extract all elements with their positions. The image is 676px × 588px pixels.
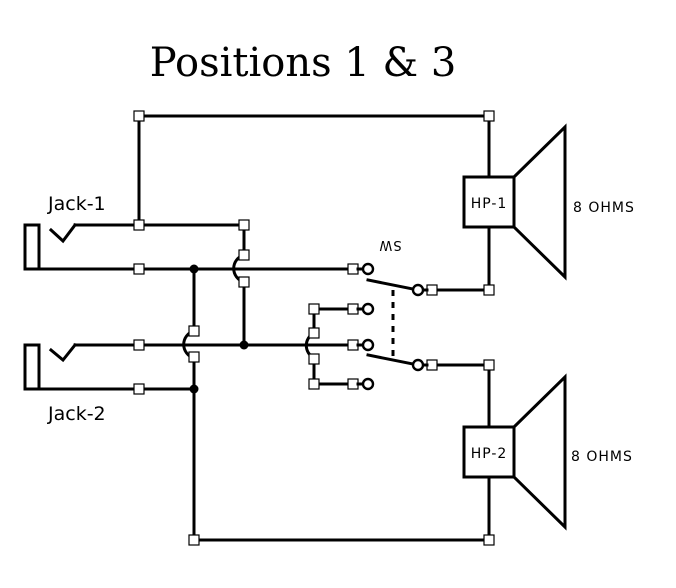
node-marker — [133, 219, 145, 231]
jack-2: Jack-2 — [23, 342, 106, 425]
node-marker — [238, 249, 250, 261]
node-marker — [308, 327, 320, 339]
node-marker — [483, 534, 495, 546]
junction-dot — [239, 340, 249, 350]
jack-tip-icon — [48, 222, 78, 244]
node-marker — [133, 383, 145, 395]
speaker-2-impedance: 8 OHMS — [571, 449, 633, 465]
wire-jack1-tip — [73, 223, 246, 257]
jack-1: Jack-1 — [23, 193, 106, 271]
junctions — [134, 220, 249, 394]
junction-dot — [189, 264, 199, 274]
jack-sleeve-icon — [23, 223, 41, 271]
node-marker — [188, 351, 200, 363]
speaker-cone-icon — [511, 373, 567, 531]
speaker-magnet-icon — [462, 175, 516, 229]
switch-common-icon — [411, 358, 425, 372]
node-marker — [308, 378, 320, 390]
wire-hp1-return — [430, 225, 491, 292]
jack-sleeve-icon — [23, 343, 41, 391]
speaker-1-impedance: 8 OHMS — [573, 200, 635, 216]
switch-terminal-icon — [361, 338, 375, 352]
node-marker — [133, 339, 145, 351]
speaker-magnet-icon — [462, 425, 516, 479]
switch-label: SW — [378, 237, 401, 252]
node-marker — [188, 325, 200, 337]
switch-pole-1 — [366, 278, 415, 291]
node-marker — [238, 276, 250, 288]
node-marker — [483, 110, 495, 122]
node-marker — [133, 263, 145, 275]
connection-points — [133, 110, 495, 546]
switch-terminal-icon — [361, 377, 375, 391]
node-marker — [133, 110, 145, 122]
jack-2-label: Jack-2 — [47, 403, 106, 425]
switch: SW — [356, 237, 429, 391]
node-marker — [483, 359, 495, 371]
junction-dot — [189, 384, 199, 394]
speaker-1-label: HP-1 — [471, 196, 508, 212]
switch-common-icon — [411, 283, 425, 297]
node-marker — [188, 534, 200, 546]
switch-terminal-icon — [361, 302, 375, 316]
speaker-hp-2: HP-2 8 OHMS — [462, 373, 633, 531]
node-marker — [308, 303, 320, 315]
speaker-2-label: HP-2 — [471, 446, 508, 462]
wire-hp2-feed — [430, 363, 491, 429]
jack-tip-icon — [48, 342, 78, 363]
node-marker — [238, 219, 250, 231]
switch-pole-2 — [366, 353, 415, 366]
speaker-cone-icon — [511, 123, 567, 281]
jack-1-label: Jack-1 — [47, 193, 106, 215]
wire-top-loop — [137, 114, 491, 227]
wires — [37, 114, 491, 542]
diagram-title: Positions 1 & 3 — [150, 40, 457, 86]
node-marker — [308, 353, 320, 365]
node-marker — [483, 284, 495, 296]
speaker-hp-1: HP-1 8 OHMS — [462, 123, 635, 281]
switch-terminal-icon — [361, 262, 375, 276]
wire-bottom-loop — [192, 387, 491, 542]
